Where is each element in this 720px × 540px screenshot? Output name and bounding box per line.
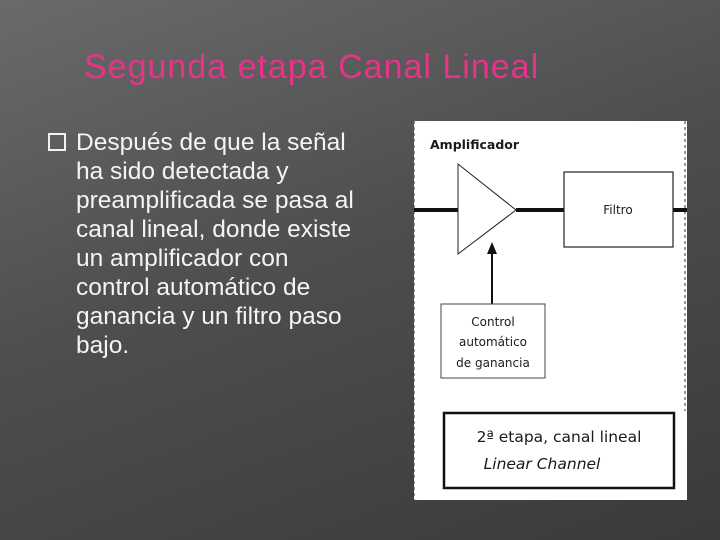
bullet-box-icon: [48, 133, 66, 151]
bullet-text: Después de que la señal ha sido detectad…: [76, 129, 354, 359]
amplifier-label: Amplificador: [430, 137, 520, 152]
agc-label-line-3: de ganancia: [456, 356, 530, 370]
bullet-item: Después de que la señal ha sido detectad…: [48, 128, 368, 360]
block-diagram: Amplificador Filtro Control automático d…: [414, 121, 687, 500]
agc-label-line-2: automático: [459, 335, 527, 349]
filter-box: [563, 171, 674, 248]
arrow-up-icon: [487, 242, 497, 254]
stage-label-en: Linear Channel: [484, 455, 601, 473]
filter-label: Filtro: [603, 203, 632, 217]
stage-caption-box: [442, 411, 676, 490]
agc-label-line-1: Control: [471, 315, 514, 329]
stage-label: 2ª etapa, canal lineal: [477, 428, 642, 446]
agc-box: [440, 303, 546, 379]
diagram-canvas: Amplificador Filtro Control automático d…: [414, 121, 687, 500]
amplifier-triangle-icon: [457, 162, 517, 256]
slide-title: Segunda etapa Canal Lineal: [84, 48, 540, 86]
